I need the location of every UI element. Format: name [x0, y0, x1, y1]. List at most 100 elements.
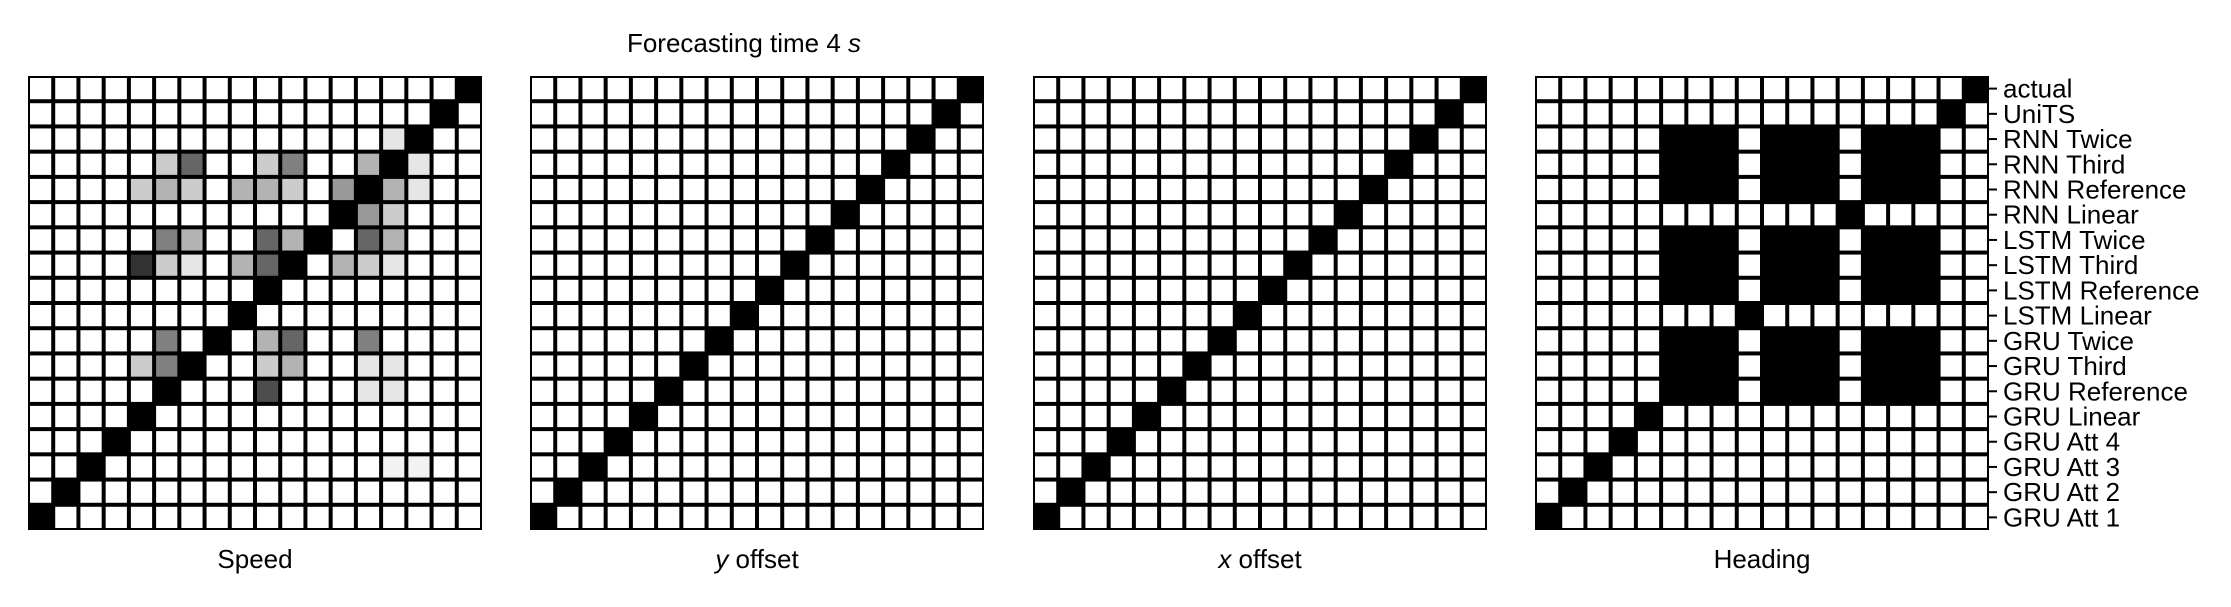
heatmap-cell	[1587, 355, 1609, 377]
heatmap-cell	[383, 178, 405, 201]
heatmap-cell	[1135, 229, 1158, 251]
heatmap-cell	[683, 330, 705, 352]
heatmap-cell	[834, 305, 856, 327]
heatmap-cell	[910, 380, 932, 402]
heatmap-cell	[1612, 204, 1634, 226]
heatmap-cell	[1262, 405, 1284, 428]
heatmap-cell	[1814, 204, 1836, 226]
heatmap-cell	[607, 506, 629, 528]
heatmap-cell	[1413, 481, 1435, 503]
heatmap-cell	[935, 78, 957, 100]
heatmap-cell	[55, 254, 77, 276]
heatmap-cell	[1362, 128, 1385, 150]
heatmap-cell	[458, 279, 480, 301]
heatmap-cell	[1438, 204, 1460, 226]
heatmap-cell	[582, 456, 604, 478]
heatmap-cell	[383, 128, 405, 150]
heatmap-cell	[1663, 128, 1685, 150]
heatmap-cell	[1612, 254, 1634, 276]
heatmap-cell	[130, 431, 153, 453]
heatmap-cell	[1537, 128, 1559, 150]
heatmap-cell	[784, 405, 806, 428]
heatmap-cell	[433, 153, 455, 175]
heatmap-cell	[1839, 405, 1861, 428]
heatmap-cell	[1637, 506, 1660, 528]
heatmap-cell	[1663, 456, 1685, 478]
heatmap-cell	[1738, 78, 1760, 100]
heatmap-cell	[307, 380, 329, 402]
heatmap-cell	[105, 431, 127, 453]
heatmap-cell	[130, 178, 153, 201]
heatmap-cell	[834, 128, 856, 150]
heatmap-cell	[733, 305, 755, 327]
heatmap-cell	[231, 305, 253, 327]
heatmap-cell	[1915, 431, 1937, 453]
heatmap-cell	[1388, 279, 1410, 301]
heatmap-cell	[1915, 178, 1937, 201]
heatmap-cell	[1211, 204, 1233, 226]
heatmap-cell	[1262, 254, 1284, 276]
panel-xlabel: x offset	[1216, 544, 1302, 574]
heatmap-cell	[1940, 178, 1962, 201]
heatmap-cell	[1612, 279, 1634, 301]
heatmap-cell	[30, 330, 52, 352]
heatmap-cell	[408, 279, 430, 301]
heatmap-cell	[433, 380, 455, 402]
heatmap-cell	[1060, 431, 1082, 453]
heatmap-cell	[383, 481, 405, 503]
heatmap-cell	[1562, 380, 1584, 402]
heatmap-cell	[935, 355, 957, 377]
heatmap-cell	[910, 330, 932, 352]
heatmap-cell	[1839, 204, 1861, 226]
heatmap-cell	[156, 229, 178, 251]
heatmap-cell	[1287, 355, 1309, 377]
heatmap-cell	[1537, 330, 1559, 352]
heatmap-cell	[607, 153, 629, 175]
heatmap-cell	[1035, 431, 1057, 453]
heatmap-cell	[784, 305, 806, 327]
heatmap-cell	[733, 355, 755, 377]
heatmap-cell	[1236, 481, 1258, 503]
heatmap-cell	[1362, 506, 1385, 528]
heatmap-cell	[1637, 103, 1660, 125]
heatmap-cell	[1890, 330, 1912, 352]
heatmap-cell	[231, 78, 253, 100]
heatmap-cell	[910, 153, 932, 175]
heatmap-cell	[1839, 153, 1861, 175]
heatmap-cell	[1085, 128, 1107, 150]
heatmap-cell	[1211, 78, 1233, 100]
row-tick-label: UniTS	[2003, 99, 2075, 129]
heatmap-cell	[433, 405, 455, 428]
heatmap-cell	[181, 355, 203, 377]
heatmap-cell	[1312, 481, 1334, 503]
heatmap-cell	[1211, 431, 1233, 453]
heatmap-cell	[1337, 355, 1359, 377]
heatmap-cell	[1814, 305, 1836, 327]
heatmap-cell	[458, 78, 480, 100]
heatmap-cell	[80, 380, 102, 402]
heatmap-cell	[1135, 330, 1158, 352]
heatmap-cell	[1337, 431, 1359, 453]
heatmap-cell	[1688, 405, 1710, 428]
heatmap-cell	[1864, 254, 1887, 276]
heatmap-cell	[80, 405, 102, 428]
heatmap-cell	[1287, 153, 1309, 175]
heatmap-cell	[433, 481, 455, 503]
heatmap-cell	[55, 330, 77, 352]
heatmap-cell	[80, 204, 102, 226]
heatmap-cell	[960, 330, 982, 352]
heatmap-cell	[1764, 254, 1786, 276]
heatmap-cell	[1713, 78, 1735, 100]
heatmap-cell	[257, 78, 279, 100]
heatmap-cell	[1587, 229, 1609, 251]
heatmap-cell	[1864, 506, 1887, 528]
heatmap-cell	[1688, 103, 1710, 125]
heatmap-cell	[1337, 229, 1359, 251]
heatmap-cell	[1713, 305, 1735, 327]
heatmap-cell	[1637, 380, 1660, 402]
heatmap-cell	[1236, 355, 1258, 377]
heatmap-frame	[530, 76, 984, 530]
heatmap-cell	[307, 153, 329, 175]
heatmap-cell	[332, 355, 354, 377]
heatmap-cell	[1135, 506, 1158, 528]
